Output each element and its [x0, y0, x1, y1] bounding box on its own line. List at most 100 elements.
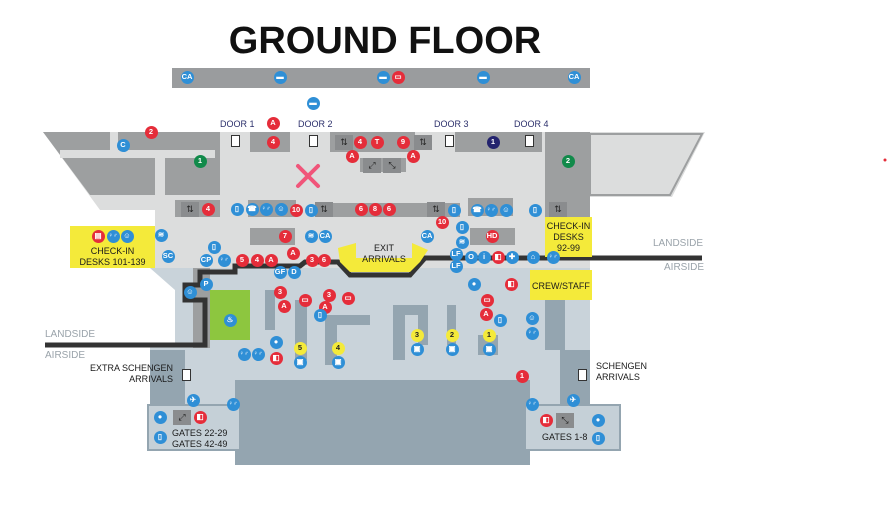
marker-red[interactable]: A	[277, 299, 291, 313]
marker-red[interactable]: 3	[322, 288, 336, 302]
phone-icon[interactable]: ▯	[591, 431, 605, 445]
toilets-icon[interactable]: ♀♂	[259, 202, 273, 216]
marker-blue[interactable]: D	[287, 265, 301, 279]
marker-red[interactable]: 4	[266, 135, 280, 149]
baggage-icon[interactable]: ▣	[293, 355, 307, 369]
baby-change-icon[interactable]: ☺	[183, 285, 197, 299]
info-icon[interactable]: i	[477, 250, 491, 264]
water-icon[interactable]: ●	[591, 413, 605, 427]
ticket-icon[interactable]: ▭	[341, 291, 355, 305]
bus-icon[interactable]: ▬	[273, 70, 287, 84]
marker-red[interactable]: 4	[250, 253, 264, 267]
marker-red[interactable]: 4	[353, 135, 367, 149]
marker-red[interactable]: A	[266, 116, 280, 130]
baggage-icon[interactable]: ▣	[331, 355, 345, 369]
toilets-icon[interactable]: ♀♂	[525, 397, 539, 411]
baby-change-icon[interactable]: ☺	[274, 202, 288, 216]
marker-red[interactable]: 5	[235, 253, 249, 267]
wifi-icon[interactable]: ≋	[455, 235, 469, 249]
toilets-icon[interactable]: ♀♂	[251, 347, 265, 361]
wifi-icon[interactable]: ≋	[154, 228, 168, 242]
marker-red[interactable]: 7	[278, 229, 292, 243]
marker-red[interactable]: HD	[485, 229, 499, 243]
ticket-icon[interactable]: ▭	[391, 70, 405, 84]
marker-red[interactable]: A	[264, 253, 278, 267]
phone-icon[interactable]: ▯	[493, 313, 507, 327]
toilets-icon[interactable]: ♀♂	[106, 229, 120, 243]
marker-blue[interactable]: CA	[567, 70, 581, 84]
arrivals-icon[interactable]: ✈	[186, 393, 200, 407]
marker-red[interactable]: 10	[289, 203, 303, 217]
marker-red[interactable]: A	[345, 149, 359, 163]
wifi-icon[interactable]: ≋	[304, 229, 318, 243]
marker-blue[interactable]: SC	[161, 249, 175, 263]
marker-blue[interactable]: CA	[420, 229, 434, 243]
water-icon[interactable]: ●	[269, 335, 283, 349]
exit-icon[interactable]: ◧	[193, 410, 207, 424]
marker-yellow[interactable]: 4	[331, 341, 345, 355]
marker-navy[interactable]: 1	[486, 135, 500, 149]
phone-icon[interactable]: ▯	[313, 308, 327, 322]
toilets-icon[interactable]: ♀♂	[237, 347, 251, 361]
phone-icon[interactable]: ▯	[207, 240, 221, 254]
baggage-icon[interactable]: ▣	[482, 342, 496, 356]
luggage-icon[interactable]: ☎	[470, 203, 484, 217]
phone-icon[interactable]: ▯	[528, 203, 542, 217]
marker-blue[interactable]: GF	[273, 265, 287, 279]
marker-red[interactable]: 8	[368, 202, 382, 216]
marker-green[interactable]: 1	[193, 154, 207, 168]
marker-red[interactable]: 9	[396, 135, 410, 149]
marker-red[interactable]: 3	[273, 285, 287, 299]
marker-yellow[interactable]: 2	[445, 328, 459, 342]
marker-red[interactable]: A	[479, 307, 493, 321]
bus-icon[interactable]: ▬	[476, 70, 490, 84]
marker-blue[interactable]: CA	[180, 70, 194, 84]
luggage-icon[interactable]: ☎	[245, 202, 259, 216]
marker-red[interactable]: 2	[144, 125, 158, 139]
taxi-icon[interactable]: ▬	[306, 96, 320, 110]
marker-red[interactable]: 1	[515, 369, 529, 383]
baby-change-icon[interactable]: ☺	[499, 203, 513, 217]
exit-icon[interactable]: ◧	[491, 250, 505, 264]
marker-red[interactable]: 6	[382, 202, 396, 216]
marker-red[interactable]: 6	[354, 202, 368, 216]
ticket-icon[interactable]: ▭	[480, 293, 494, 307]
marker-blue[interactable]: P	[199, 277, 213, 291]
toilets-icon[interactable]: ♀♂	[484, 203, 498, 217]
phone-icon[interactable]: ▯	[153, 430, 167, 444]
marker-yellow[interactable]: 1	[482, 328, 496, 342]
toilets-icon[interactable]: ♀♂	[546, 250, 560, 264]
first-aid-icon[interactable]: ✚	[505, 250, 519, 264]
baby-change-icon[interactable]: ☺	[120, 229, 134, 243]
marker-yellow[interactable]: 5	[293, 341, 307, 355]
marker-blue[interactable]: CP	[199, 253, 213, 267]
marker-blue[interactable]: CA	[318, 229, 332, 243]
marker-blue[interactable]: LF	[449, 247, 463, 261]
marker-blue[interactable]: C	[116, 138, 130, 152]
bus-icon[interactable]: ▬	[376, 70, 390, 84]
marker-red[interactable]: 3	[305, 253, 319, 267]
baggage-icon[interactable]: ▣	[445, 342, 459, 356]
marker-green[interactable]: 2	[561, 154, 575, 168]
marker-red[interactable]: 4	[201, 202, 215, 216]
phone-icon[interactable]: ▯	[447, 203, 461, 217]
exit-icon[interactable]: ◧	[269, 351, 283, 365]
phone-icon[interactable]: ▯	[230, 202, 244, 216]
marker-red[interactable]: T	[370, 135, 384, 149]
marker-blue[interactable]: O	[464, 250, 478, 264]
ticket-icon[interactable]: ▭	[298, 293, 312, 307]
phone-icon[interactable]: ▯	[455, 220, 469, 234]
exit-icon[interactable]: ◧	[504, 277, 518, 291]
marker-blue[interactable]: LF	[449, 259, 463, 273]
phone-icon[interactable]: ▯	[304, 203, 318, 217]
exit-icon[interactable]: ◧	[539, 413, 553, 427]
check-in-icon[interactable]: ▤	[91, 229, 105, 243]
marker-red[interactable]: 10	[435, 215, 449, 229]
smoking-area-icon[interactable]: ♨	[223, 313, 237, 327]
toilets-icon[interactable]: ♀♂	[226, 397, 240, 411]
toilets-icon[interactable]: ♀♂	[525, 326, 539, 340]
arrivals-icon[interactable]: ✈	[566, 393, 580, 407]
marker-red[interactable]: A	[406, 149, 420, 163]
marker-red[interactable]: 6	[317, 253, 331, 267]
marker-red[interactable]: A	[286, 246, 300, 260]
